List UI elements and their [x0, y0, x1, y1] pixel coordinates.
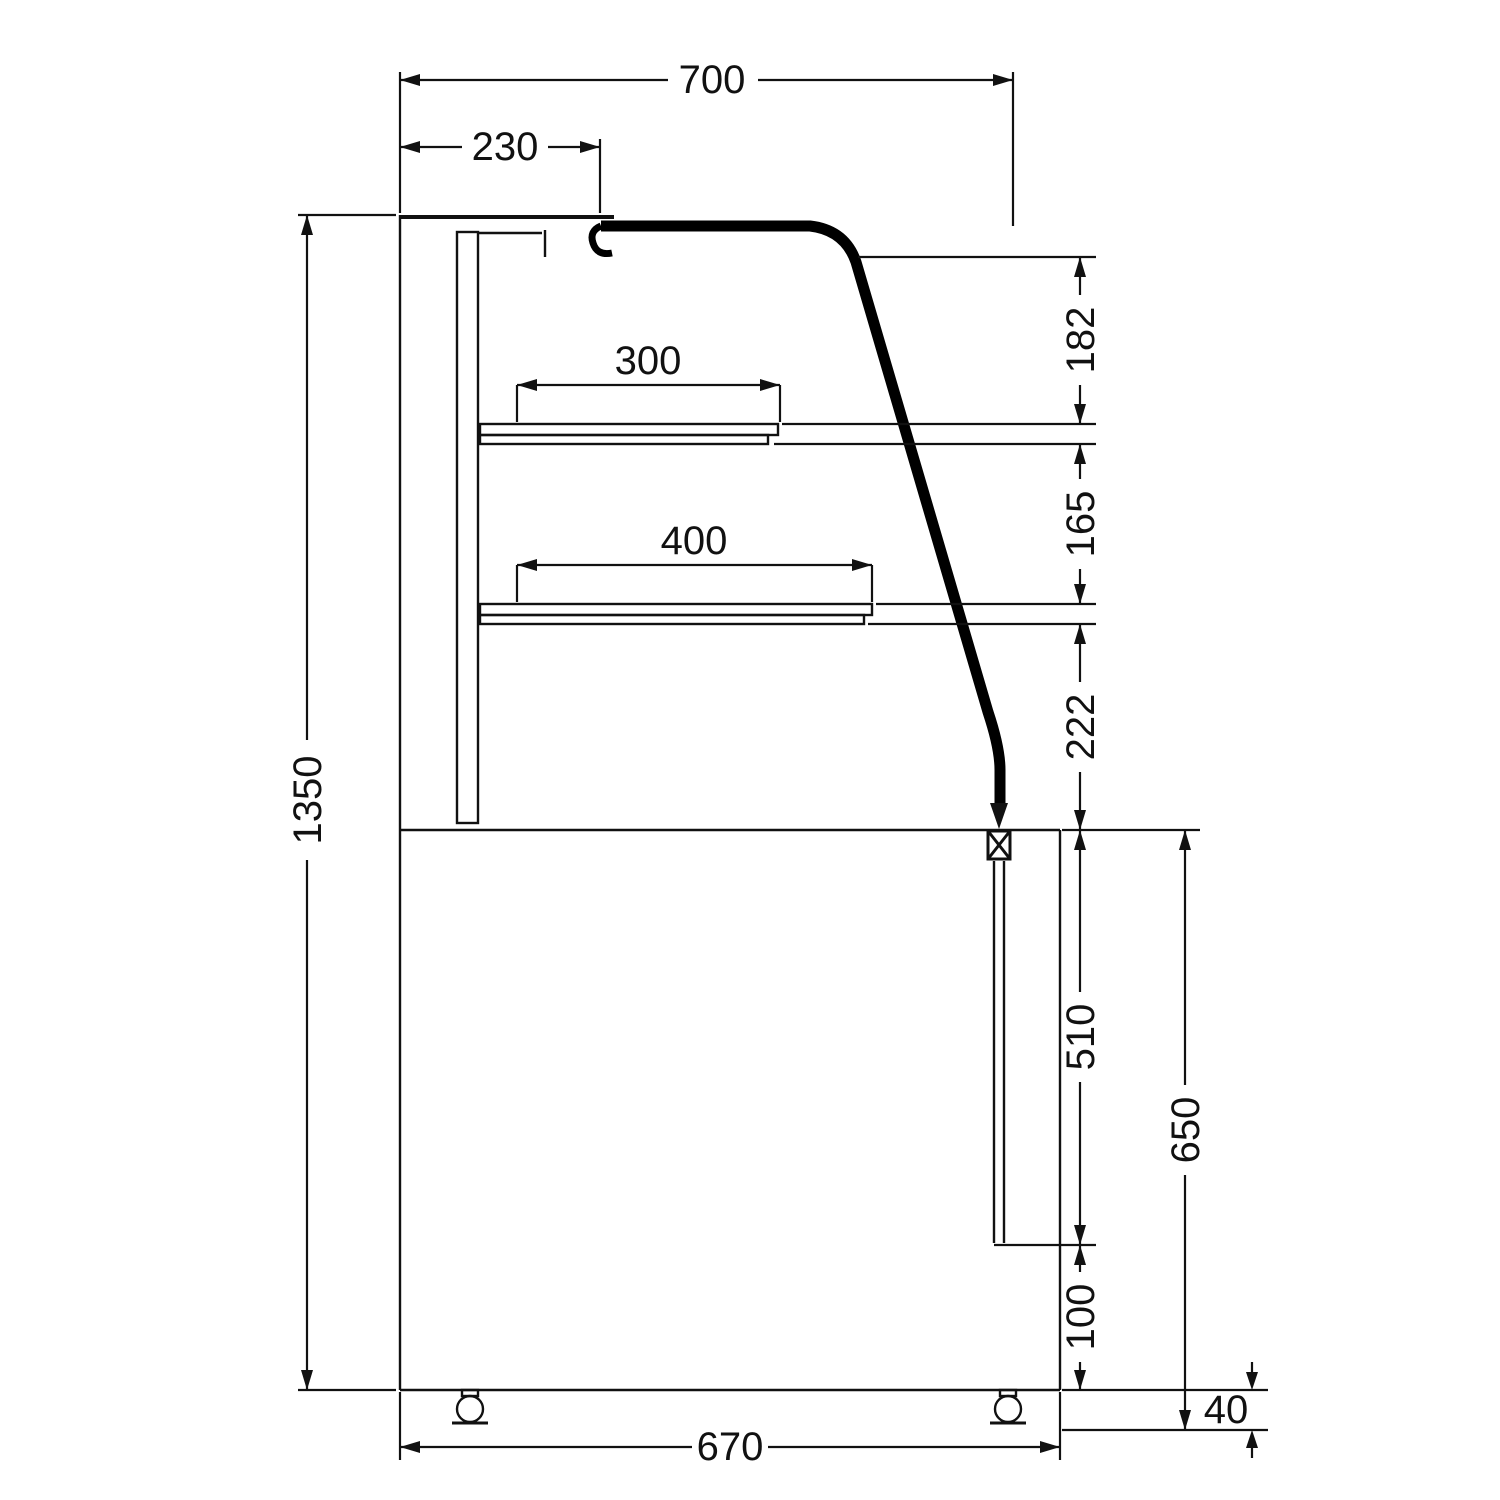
dim-front-panel-height-label: 510: [1059, 1004, 1103, 1071]
back-panel: [455, 230, 547, 825]
valve-symbol: [986, 829, 1012, 861]
lower-shelf: [478, 602, 874, 626]
dimension-top-ledge-depth: 230: [400, 125, 602, 213]
front-duct: [992, 861, 1006, 1243]
foot-left: [452, 1388, 488, 1425]
dimension-upper-shelf-depth: 300: [515, 339, 782, 422]
dimension-foot-height: 40: [1204, 1362, 1258, 1458]
dim-kick-height-label: 100: [1059, 1284, 1103, 1351]
glass-edge-hook: [588, 222, 613, 257]
dimension-front-panel-height: 510: [1059, 830, 1103, 1245]
dim-counter-to-floor-label: 650: [1164, 1097, 1208, 1164]
cabinet-outline: [398, 215, 1062, 1392]
dim-upper-shelf-depth-label: 300: [615, 339, 682, 383]
dim-top-ledge-depth-label: 230: [472, 125, 539, 169]
dim-upper-to-lower-shelf-label: 165: [1059, 491, 1103, 558]
extension-lines-right: [774, 255, 1268, 1432]
dimension-kick-height: 100: [1059, 1245, 1103, 1390]
dim-foot-height-label: 40: [1204, 1388, 1249, 1432]
dimension-upper-to-lower-shelf: 165: [1059, 444, 1103, 604]
upper-shelf: [478, 422, 780, 446]
foot-right: [990, 1388, 1026, 1425]
dim-overall-height-label: 1350: [286, 756, 330, 845]
dimension-lower-shelf-depth: 400: [515, 519, 874, 602]
dim-lower-shelf-depth-label: 400: [661, 519, 728, 563]
dimension-counter-to-floor: 650: [1164, 830, 1208, 1430]
dimension-glass-to-upper-shelf: 182: [1059, 257, 1103, 424]
glass-front: [588, 220, 1008, 829]
dim-glass-to-upper-shelf-label: 182: [1059, 307, 1103, 374]
dimension-base-depth: 670: [398, 1392, 1062, 1469]
glass-front-arrow: [990, 803, 1008, 829]
dim-lower-shelf-to-counter-label: 222: [1059, 694, 1103, 761]
dim-overall-depth-label: 700: [679, 58, 746, 102]
dimension-overall-depth: 700: [398, 58, 1015, 226]
dim-base-depth-label: 670: [697, 1425, 764, 1469]
dimension-overall-height: 1350: [286, 213, 396, 1392]
dimension-lower-shelf-to-counter: 222: [1059, 624, 1103, 830]
